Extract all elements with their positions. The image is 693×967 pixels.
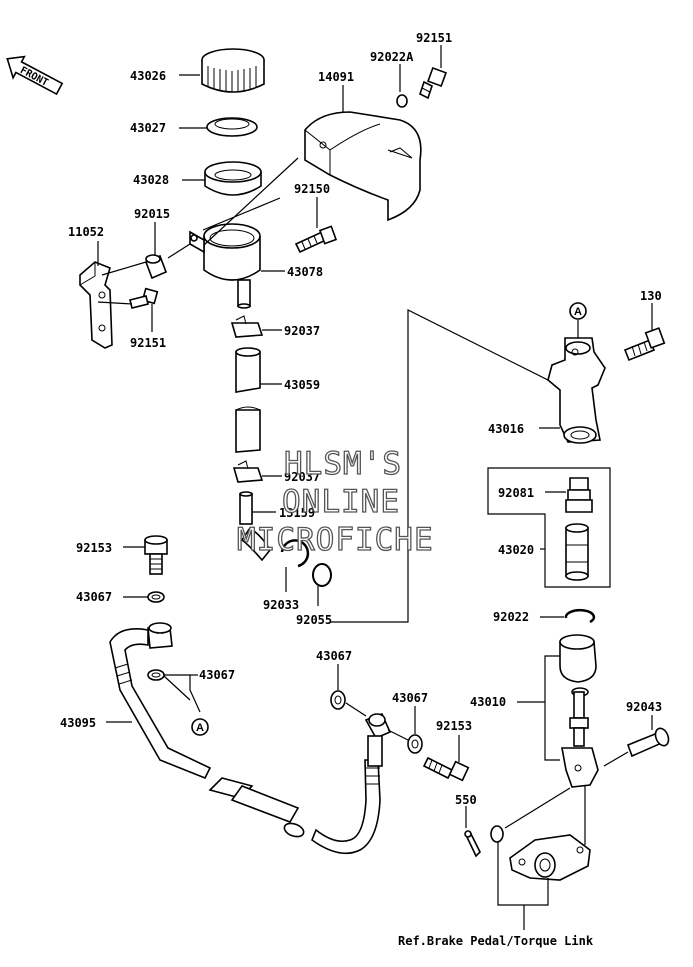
label-43067-b: 43067: [199, 668, 235, 682]
front-arrow-icon: FRONT: [6, 55, 64, 96]
collar-92015-icon: [144, 254, 168, 280]
piston-icon: [565, 523, 589, 581]
label-11052: 11052: [68, 225, 104, 239]
bolt-92153-right-icon: [422, 756, 470, 782]
label-92022A: 92022A: [370, 50, 414, 64]
watermark-line-1: HLSM'S: [284, 446, 402, 482]
reference-a-top: A: [569, 302, 587, 320]
label-92055: 92055: [296, 613, 332, 627]
label-92033: 92033: [263, 598, 299, 612]
leader-lines: [97, 45, 442, 332]
bolt-92151-left-icon: [129, 287, 159, 309]
label-92022: 92022: [493, 610, 529, 624]
reference-a-bottom: A: [191, 718, 209, 736]
push-rod-icon: [559, 634, 599, 788]
washer-top-icon: [396, 94, 408, 108]
label-43026: 43026: [130, 69, 166, 83]
label-92153-right: 92153: [436, 719, 472, 733]
label-43067-d: 43067: [392, 691, 428, 705]
bolt-130-icon: [623, 327, 666, 362]
label-92153-left: 92153: [76, 541, 112, 555]
label-550: 550: [455, 793, 477, 807]
hose-43059-icon: [235, 347, 261, 453]
circlip-92033-icon: [280, 539, 310, 568]
label-43016: 43016: [488, 422, 524, 436]
label-92037-b: 92037: [284, 470, 320, 484]
diaphragm-icon: [204, 161, 262, 196]
reservoir-cap-icon: [201, 48, 265, 93]
label-43067-c: 43067: [316, 649, 352, 663]
reference-note: Ref.Brake Pedal/Torque Link: [398, 934, 594, 948]
washer-bottom-icon: [490, 825, 504, 843]
label-43027: 43027: [130, 121, 166, 135]
pin-92043-icon: [626, 727, 670, 758]
svg-text:A: A: [574, 306, 582, 318]
label-43078: 43078: [287, 265, 323, 279]
cotter-pin-icon: [464, 830, 481, 858]
label-130: 130: [640, 289, 662, 303]
label-92037-a: 92037: [284, 324, 320, 338]
label-92081: 92081: [498, 486, 534, 500]
cover-icon: [304, 111, 422, 222]
label-92150: 92150: [294, 182, 330, 196]
label-13159: 13159: [279, 506, 315, 520]
label-43028: 43028: [133, 173, 169, 187]
watermark: HLSM'S ONLINE MICROFICHE: [236, 445, 434, 558]
clamp-upper-icon: [230, 315, 264, 338]
watermark-line-3: MICROFICHE: [237, 522, 434, 558]
bolt-92153-left-icon: [144, 535, 168, 575]
washer-43067-b-icon: [147, 669, 165, 681]
washer-43067-a-icon: [147, 591, 165, 603]
label-43010: 43010: [470, 695, 506, 709]
diaphragm-plate-icon: [206, 117, 258, 137]
brake-hose-icon: [109, 628, 392, 855]
label-43020: 43020: [498, 543, 534, 557]
svg-text:A: A: [196, 722, 204, 734]
bolt-top-icon: [419, 67, 447, 100]
clamp-lower-icon: [232, 460, 264, 483]
reservoir-body-icon: [189, 223, 261, 309]
watermark-line-2: ONLINE: [282, 484, 400, 520]
master-cylinder-icon: [547, 337, 606, 444]
o-ring-92055-icon: [312, 563, 332, 587]
label-43059: 43059: [284, 378, 320, 392]
spring-92081-icon: [565, 477, 593, 513]
label-14091: 14091: [318, 70, 354, 84]
label-92151-left: 92151: [130, 336, 166, 350]
banjo-fitting-icon: [147, 622, 173, 649]
label-92015: 92015: [134, 207, 170, 221]
pedal-link-bracket-icon: [509, 834, 591, 881]
circlip-92022-icon: [564, 608, 596, 624]
label-92043: 92043: [626, 700, 662, 714]
bracket-icon: [79, 261, 113, 349]
label-92151-top: 92151: [416, 31, 452, 45]
fitting-13159-icon: [239, 491, 271, 562]
washer-43067-d-icon: [407, 734, 423, 754]
label-43067-a: 43067: [76, 590, 112, 604]
bolt-92150-icon: [294, 225, 338, 254]
washer-43067-c-icon: [330, 690, 346, 710]
piston-kit-box: [487, 467, 611, 588]
label-43095: 43095: [60, 716, 96, 730]
